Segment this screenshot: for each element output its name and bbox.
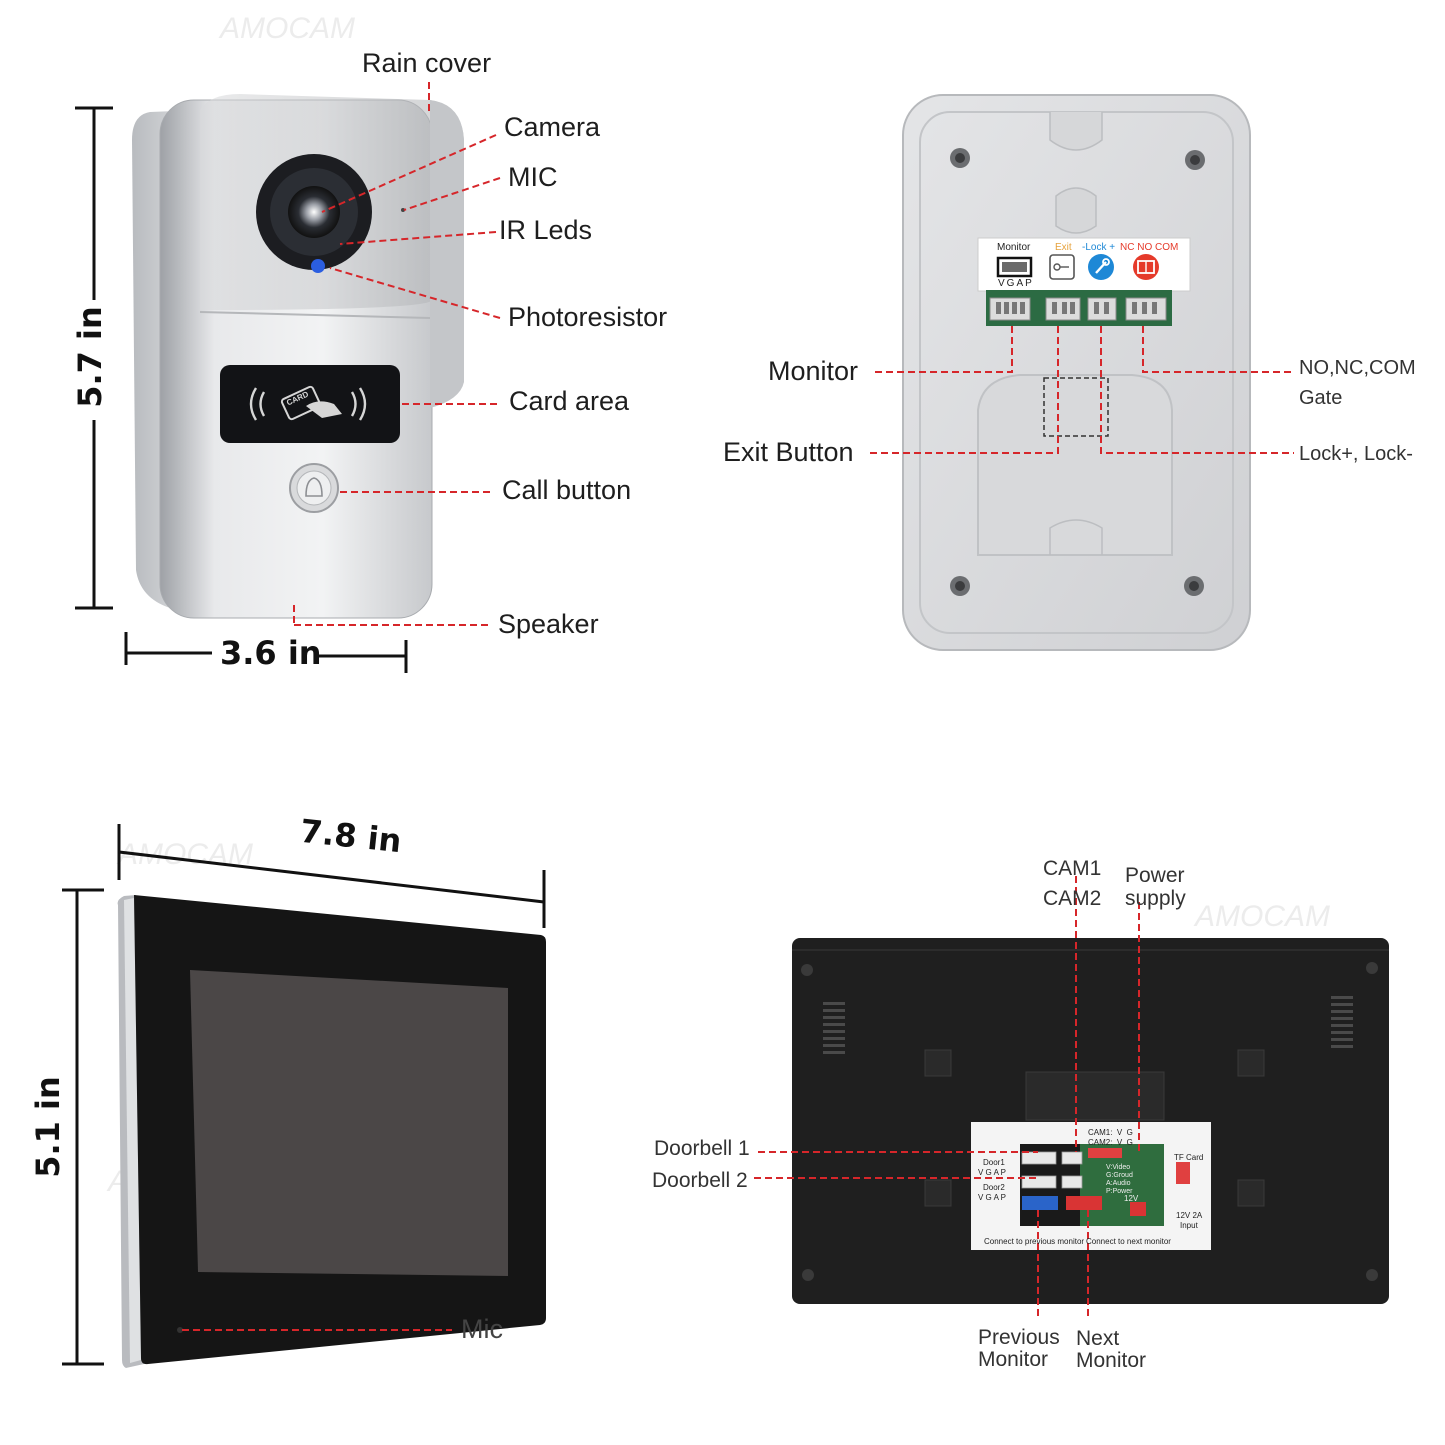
terminal-label-lock: -Lock +: [1082, 242, 1116, 253]
label-back-monitor: Monitor: [768, 356, 859, 386]
doorbell-width-dimension: 3.6 in: [220, 634, 322, 672]
label-doorbell1: Doorbell 1: [654, 1137, 750, 1160]
board-cam1: CAM1: V G: [1088, 1128, 1133, 1137]
board-legend-power: P:Power: [1106, 1188, 1133, 1195]
board-door2: Door2: [983, 1183, 1005, 1192]
doorbell-back-illustration: [868, 94, 1294, 651]
board-12v: 12V: [1124, 1194, 1139, 1203]
terminal-label-vgap: VGAP: [998, 278, 1034, 289]
label-doorbell2: Doorbell 2: [652, 1169, 748, 1192]
label-speaker: Speaker: [498, 609, 599, 639]
board-connect-previous: Connect to previous monitor: [984, 1237, 1085, 1246]
board-input-12v2a: 12V 2A: [1176, 1211, 1203, 1220]
label-ir-leds: IR Leds: [499, 215, 593, 245]
label-power: Power: [1125, 864, 1185, 887]
label-photoresistor: Photoresistor: [508, 302, 668, 332]
label-no-nc-com: NO,NC,COM: [1299, 357, 1416, 379]
label-exit-button: Exit Button: [723, 437, 854, 467]
board-vgap2: V G A P: [978, 1193, 1007, 1202]
board-legend-ground: G:Groud: [1106, 1172, 1133, 1179]
watermark: AMOCAM: [1195, 900, 1330, 933]
label-monitor-mic: Mic: [461, 1314, 503, 1344]
monitor-height-dimension: 5.1 in: [29, 1076, 67, 1178]
board-legend-audio: A:Audio: [1106, 1180, 1131, 1187]
terminal-label-monitor: Monitor: [997, 242, 1031, 253]
doorbell-height-dimension: 5.7 in: [71, 306, 109, 408]
label-card-area: Card area: [509, 386, 630, 416]
board-input: Input: [1180, 1221, 1198, 1230]
doorbell-front-illustration: [75, 82, 501, 673]
monitor-back-illustration: [754, 876, 1389, 1320]
board-vgap1: V G A P: [978, 1168, 1007, 1177]
label-rain-cover: Rain cover: [362, 48, 492, 78]
label-previous: Previous: [978, 1326, 1060, 1349]
board-legend-video: V:Video: [1106, 1164, 1131, 1171]
label-previous-monitor: Monitor: [978, 1348, 1049, 1371]
monitor-front-illustration: [62, 824, 546, 1368]
board-tf-card: TF Card: [1174, 1153, 1204, 1162]
label-call-button: Call button: [502, 475, 632, 505]
label-supply: supply: [1125, 887, 1186, 910]
label-mic: MIC: [508, 162, 558, 192]
label-next: Next: [1076, 1327, 1120, 1350]
board-cam2: CAM2: V G: [1088, 1138, 1133, 1147]
label-cam2: CAM2: [1043, 887, 1102, 910]
board-door1: Door1: [983, 1158, 1005, 1167]
terminal-label-exit: Exit: [1055, 242, 1072, 253]
board-connect-next: Connect to next monitor: [1086, 1237, 1171, 1246]
terminal-label-nc-no-com: NC NO COM: [1120, 242, 1179, 253]
watermark: AMOCAM: [220, 12, 355, 45]
label-camera: Camera: [504, 112, 601, 142]
label-next-monitor: Monitor: [1076, 1349, 1147, 1372]
label-gate: Gate: [1299, 387, 1343, 409]
label-cam1: CAM1: [1043, 857, 1102, 880]
label-lock: Lock+, Lock-: [1299, 443, 1413, 465]
